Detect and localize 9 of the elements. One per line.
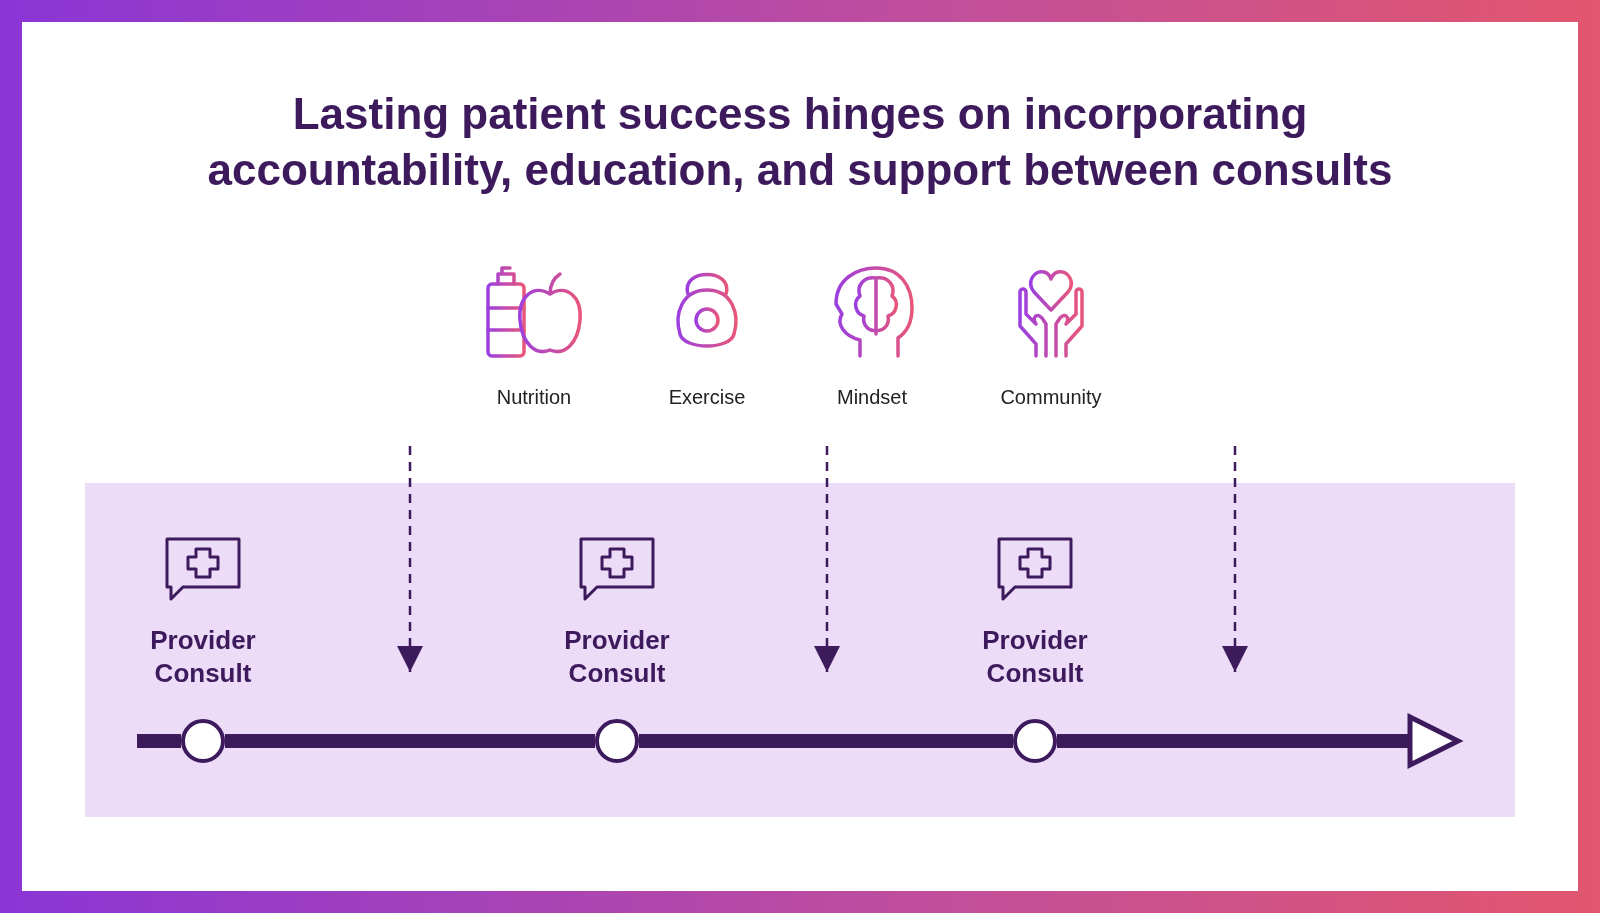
icon-caption: Mindset [836,386,908,409]
milestone-caption: Provider Consult [149,624,257,690]
title: Lasting patient success hinges on incorporating accountability, education, and support between consults [206,88,1394,196]
icon-caption: Exercise [667,386,747,409]
milestone-caption: Provider Consult [563,624,671,690]
icon-caption: Nutrition [495,386,573,409]
icon-caption: Community [999,386,1103,409]
timeline-arrow [1057,714,1461,768]
milestone-caption: Provider Consult [981,624,1089,690]
